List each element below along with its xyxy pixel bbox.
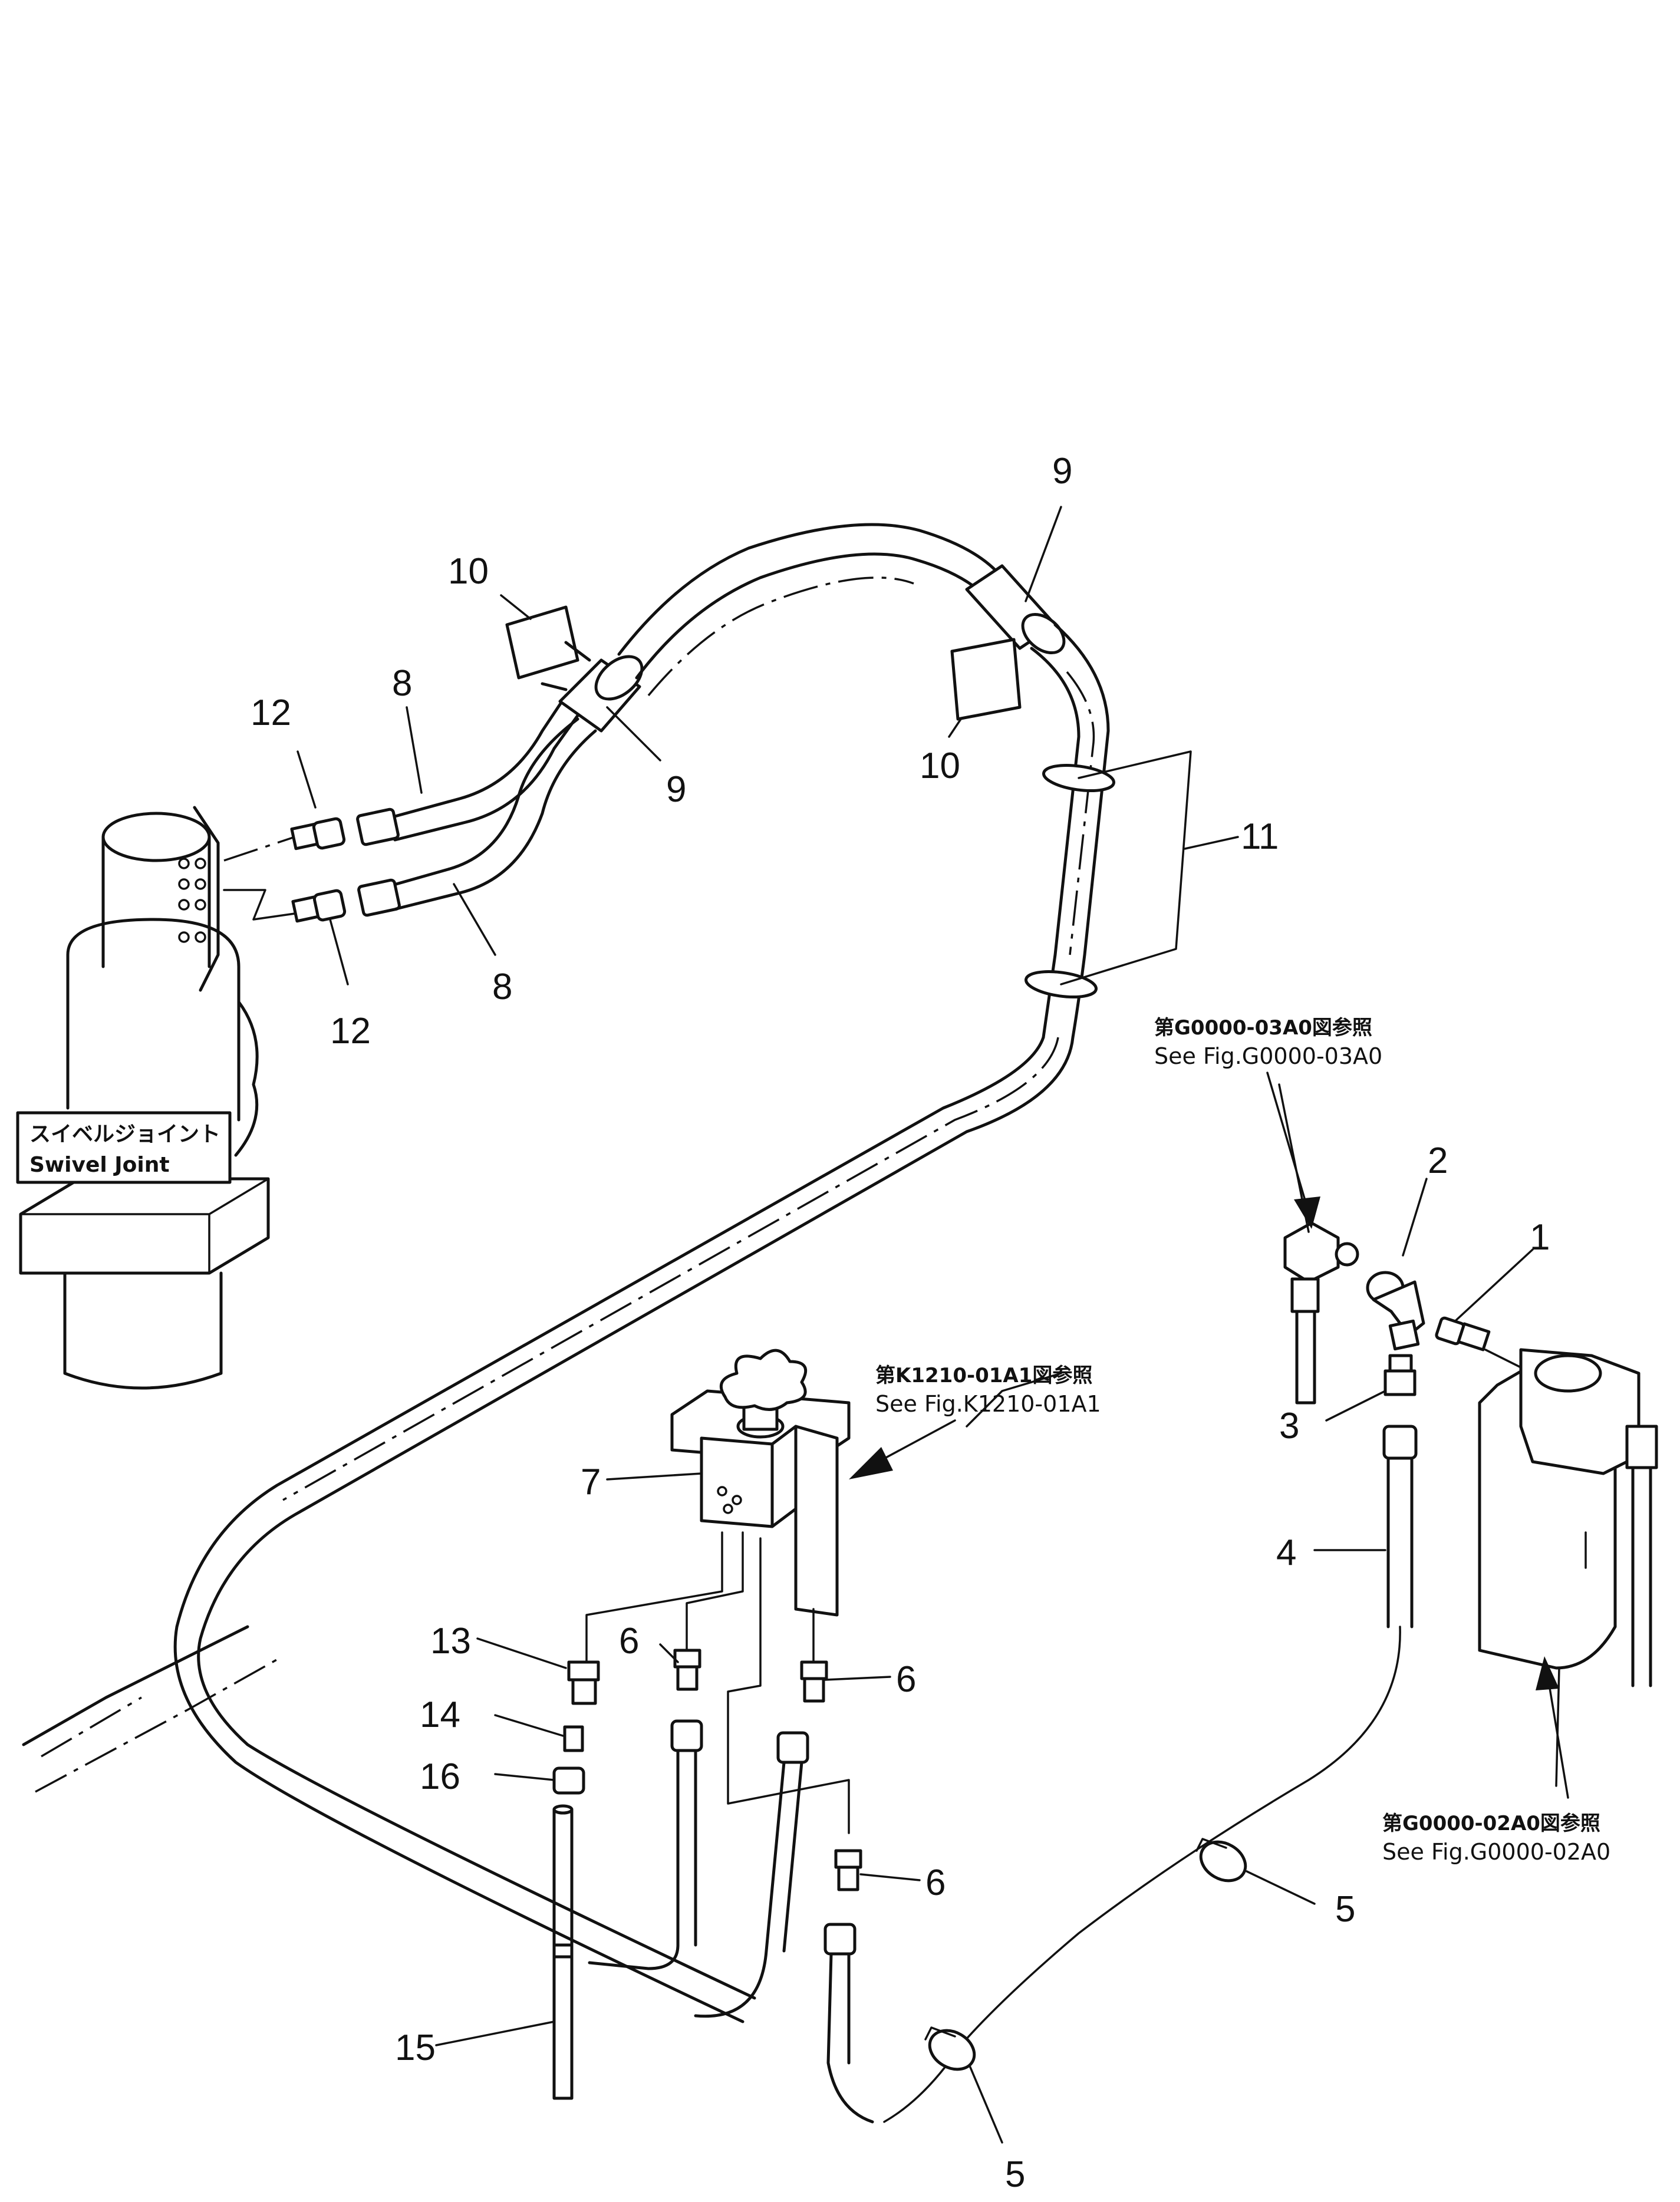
swivel-flange [19, 1177, 270, 1275]
callout-6-left: 6 [619, 1621, 639, 1662]
callout-6-right: 6 [896, 1659, 916, 1700]
ref-k1210-01a1-en: See Fig.K1210-01A1 [875, 1391, 1101, 1417]
band-10-left [505, 605, 591, 691]
filter-unit-ref [1478, 1348, 1658, 1687]
callout-9-upper: 9 [1052, 451, 1072, 492]
reference-texts: 第G0000-03A0図参照 See Fig.G0000-03A0 第K1210… [875, 1016, 1610, 1865]
callout-15: 15 [395, 2028, 436, 2068]
ref-g0000-03a0-jp: 第G0000-03A0図参照 [1154, 1016, 1372, 1040]
frame-outline [22, 1625, 249, 1746]
hose-8-upper [356, 694, 585, 846]
port-line-6c [727, 1537, 850, 1834]
connector-1 [1435, 1316, 1522, 1369]
adapter-6-c [834, 1849, 862, 1891]
callout-10-right: 10 [920, 746, 960, 786]
port-line-6a [686, 1531, 744, 1652]
tee-2 [1366, 1271, 1425, 1351]
swivel-side-bulge [234, 1000, 259, 1157]
hose-from-valve-b [694, 1731, 809, 2018]
ref-g0000-02a0-jp: 第G0000-02A0図参照 [1382, 1812, 1600, 1835]
callout-8-upper: 8 [392, 663, 412, 704]
callout-14: 14 [420, 1695, 460, 1735]
callout-12-lower: 12 [330, 1011, 371, 1051]
adapter-3 [1383, 1354, 1417, 1396]
valve-7-bracket [794, 1425, 839, 1617]
nipple-12-upper [223, 817, 346, 862]
ref-g0000-02a0-en: See Fig.G0000-02A0 [1382, 1839, 1610, 1865]
clamp-5-upper [1195, 1838, 1247, 1883]
swivel-joint-label-en: Swivel Joint [29, 1153, 170, 1177]
hose-4 [883, 1425, 1418, 2123]
main-hose-route [22, 523, 1115, 2023]
swivel-port-block [193, 806, 220, 992]
ref-g0000-03a0-en: See Fig.G0000-03A0 [1154, 1043, 1382, 1069]
callout-2: 2 [1428, 1140, 1448, 1181]
nipple-12-lower [223, 889, 347, 923]
valve-7-body [700, 1436, 774, 1528]
elbow-fitting-ref [1283, 1221, 1359, 1405]
band-10-right [950, 638, 1022, 721]
nut-16 [552, 1766, 585, 1795]
swivel-middle-body [66, 918, 241, 1122]
swivel-upper-body [101, 835, 211, 968]
port-line-13 [585, 1531, 723, 1669]
clamp-5-lower [924, 2026, 976, 2071]
adapter-6-a [673, 1649, 701, 1691]
callout-13: 13 [430, 1621, 471, 1662]
callout-9-lower: 9 [666, 769, 686, 810]
callout-12-upper: 12 [251, 693, 291, 733]
callout-numbers: 1 2 3 4 5 5 6 6 6 7 8 8 9 9 10 10 11 12 … [251, 451, 1550, 2195]
valve-7-assembly [670, 1349, 851, 1617]
callout-8-lower: 8 [492, 967, 512, 1007]
ref-k1210-01a1-jp: 第K1210-01A1図参照 [875, 1364, 1092, 1387]
swivel-joint-label-plate [16, 1111, 232, 1184]
callout-11: 11 [1241, 816, 1279, 857]
callout-5-lower: 5 [1005, 2154, 1025, 2195]
swivel-lower-body [63, 1271, 223, 1390]
callout-16: 16 [420, 1756, 460, 1797]
swivel-joint-assembly: スイベルジョイント Swivel Joint [16, 806, 270, 1390]
callout-6-lower: 6 [925, 1863, 946, 1903]
callout-10-left: 10 [448, 551, 489, 592]
hose-sleeve-9-left [558, 655, 644, 733]
callout-4: 4 [1276, 1532, 1296, 1573]
hose-from-valve-a [588, 1719, 703, 1970]
sleeve-14 [563, 1725, 584, 1752]
callout-5-upper: 5 [1335, 1889, 1355, 1930]
clamp-11-bracket [1060, 750, 1192, 985]
callout-7: 7 [581, 1462, 601, 1502]
adapter-6-b [800, 1660, 828, 1703]
hose-8-lower [357, 717, 597, 917]
swivel-top-cap [101, 812, 211, 862]
reference-arrows [849, 1072, 1569, 1799]
valve-7-knob [719, 1349, 808, 1411]
swivel-joint-label-jp: スイベルジョイント [29, 1122, 220, 1146]
hose-from-valve-c [823, 1923, 874, 2124]
tube-15 [552, 1804, 574, 2100]
callout-3: 3 [1279, 1406, 1299, 1446]
callout-1: 1 [1530, 1217, 1550, 1258]
adapter-13 [567, 1660, 600, 1705]
